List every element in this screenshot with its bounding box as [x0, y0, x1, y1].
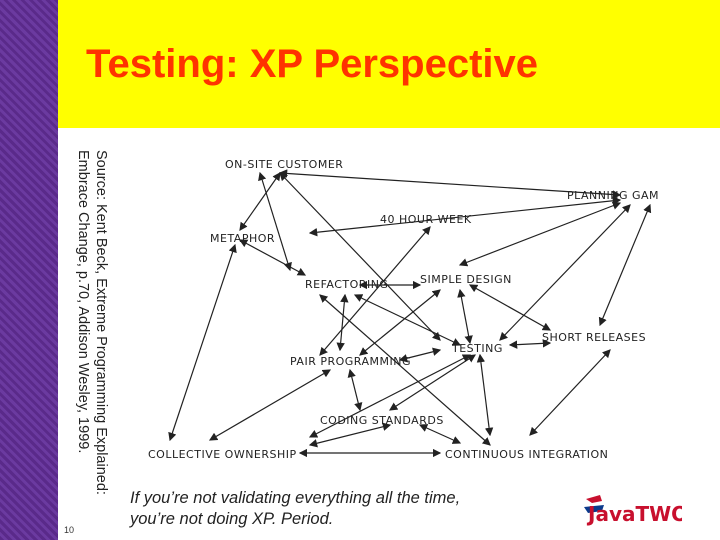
javatwo-logo: JavaTWO — [584, 495, 682, 526]
title-band — [58, 0, 720, 128]
node-collective-ownership: COLLECTIVE OWNERSHIP — [148, 448, 297, 461]
source-line-2: Embrace Change, p.70, Addison Wesley, 19… — [75, 150, 91, 454]
diagram-arrows — [168, 169, 652, 458]
node-40-hour-week: 40 HOUR WEEK — [380, 213, 472, 226]
node-metaphor: METAPHOR — [210, 232, 275, 245]
node-continuous-integration: CONTINUOUS INTEGRATION — [445, 448, 608, 461]
xp-practices-diagram: ON-SITE CUSTOMER PLANNING GAME 40 HOUR W… — [148, 158, 660, 461]
node-simple-design: SIMPLE DESIGN — [420, 273, 512, 286]
slide-title: Testing: XP Perspective — [86, 42, 539, 86]
slide-caption: If you’re not validating everything all … — [130, 488, 460, 530]
node-onsite-customer: ON-SITE CUSTOMER — [225, 158, 343, 171]
source-line-1: Source: Kent Beck, Extreme Programming E… — [93, 150, 109, 495]
logo-wordmark: JavaTWO — [586, 502, 682, 526]
node-coding-standards: CODING STANDARDS — [320, 414, 444, 427]
node-testing: TESTING — [451, 342, 503, 355]
page-number: 10 — [64, 525, 75, 535]
caption-line-2: you’re not doing XP. Period. — [130, 510, 334, 528]
node-refactoring: REFACTORING — [305, 278, 388, 291]
node-planning-game: PLANNING GAME — [567, 189, 660, 202]
left-decorative-band — [0, 0, 58, 540]
source-citation: Source: Kent Beck, Extreme Programming E… — [66, 150, 110, 495]
node-short-releases: SHORT RELEASES — [542, 331, 646, 344]
node-pair-programming: PAIR PROGRAMMING — [290, 355, 411, 368]
caption-line-1: If you’re not validating everything all … — [130, 489, 461, 507]
diagram-nodes: ON-SITE CUSTOMER PLANNING GAME 40 HOUR W… — [148, 158, 660, 461]
